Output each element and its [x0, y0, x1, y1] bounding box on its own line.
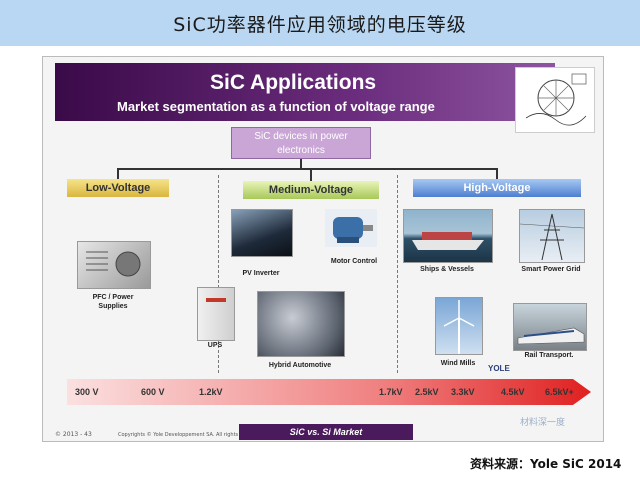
page-number: © 2013 - 43	[55, 431, 92, 438]
voltage-label: 600 V	[141, 387, 165, 397]
source-caption: 资料来源：Yole SiC 2014	[470, 457, 622, 471]
tree-connector	[496, 168, 498, 179]
tree-connector	[117, 168, 497, 170]
tree-connector	[310, 168, 312, 181]
power-grid-image	[519, 209, 585, 263]
root-node-line1: SiC devices in power	[254, 131, 348, 142]
solar-panel-image	[231, 209, 293, 257]
slide-title: SiC Applications	[210, 71, 377, 94]
ship-image	[403, 209, 493, 263]
divider-medium-high	[397, 175, 398, 373]
market-label: SiC vs. Si Market	[239, 424, 413, 440]
motor-image	[325, 209, 377, 247]
root-node-line2: electronics	[277, 145, 325, 156]
caption-ups: UPS	[207, 342, 223, 349]
caption-ships-vessels: Ships & Vessels	[420, 266, 474, 273]
voltage-scale-bar: 300 V 600 V 1.2kV 1.7kV 2.5kV 3.3kV 4.5k…	[67, 375, 593, 409]
voltage-label: 4.5kV	[501, 387, 525, 397]
caption-wind-mills: Wind Mills	[440, 360, 476, 367]
slide-subtitle: Market segmentation as a function of vol…	[117, 99, 435, 114]
train-image	[513, 303, 587, 351]
copyright-text: Copyrights © Yole Developpement SA. All …	[118, 432, 262, 438]
root-node: SiC devices in power electronics	[231, 127, 371, 159]
caption-smart-power-grid: Smart Power Grid	[521, 266, 581, 273]
voltage-label: 1.2kV	[199, 387, 223, 397]
voltage-label: 3.3kV	[451, 387, 475, 397]
wind-turbine-image	[435, 297, 483, 355]
caption-pfc: PFC / Power Supplies	[92, 294, 134, 310]
tree-connector	[300, 159, 302, 169]
category-high-voltage: High-Voltage	[413, 179, 581, 197]
divider-low-medium	[218, 175, 219, 373]
banner-title: SiC功率器件应用领域的电压等级	[173, 14, 467, 36]
voltage-label: 6.5kV+	[545, 387, 574, 397]
yole-logo: YOLE	[488, 364, 510, 373]
tree-connector	[117, 168, 119, 179]
voltage-label: 300 V	[75, 387, 99, 397]
sketch-logo-image	[515, 67, 595, 133]
ups-image	[197, 287, 235, 341]
voltage-label: 1.7kV	[379, 387, 403, 397]
category-medium-voltage: Medium-Voltage	[243, 181, 379, 199]
category-low-voltage: Low-Voltage	[67, 179, 169, 197]
slide-header: SiC Applications Market segmentation as …	[55, 63, 555, 121]
voltage-label: 2.5kV	[415, 387, 439, 397]
caption-pv-inverter: PV Inverter	[242, 270, 280, 277]
caption-rail-transport: Rail Transport.	[524, 352, 574, 359]
power-supply-image	[77, 241, 151, 289]
slide: SiC Applications Market segmentation as …	[42, 56, 604, 442]
hybrid-engine-image	[257, 291, 345, 357]
slide-footer: © 2013 - 43 Copyrights © Yole Developpem…	[43, 419, 603, 441]
top-banner: SiC功率器件应用领域的电压等级	[0, 0, 640, 46]
caption-motor-control: Motor Control	[330, 258, 378, 265]
watermark: 材料深一度	[520, 418, 566, 428]
caption-hybrid-automotive: Hybrid Automotive	[268, 362, 332, 369]
